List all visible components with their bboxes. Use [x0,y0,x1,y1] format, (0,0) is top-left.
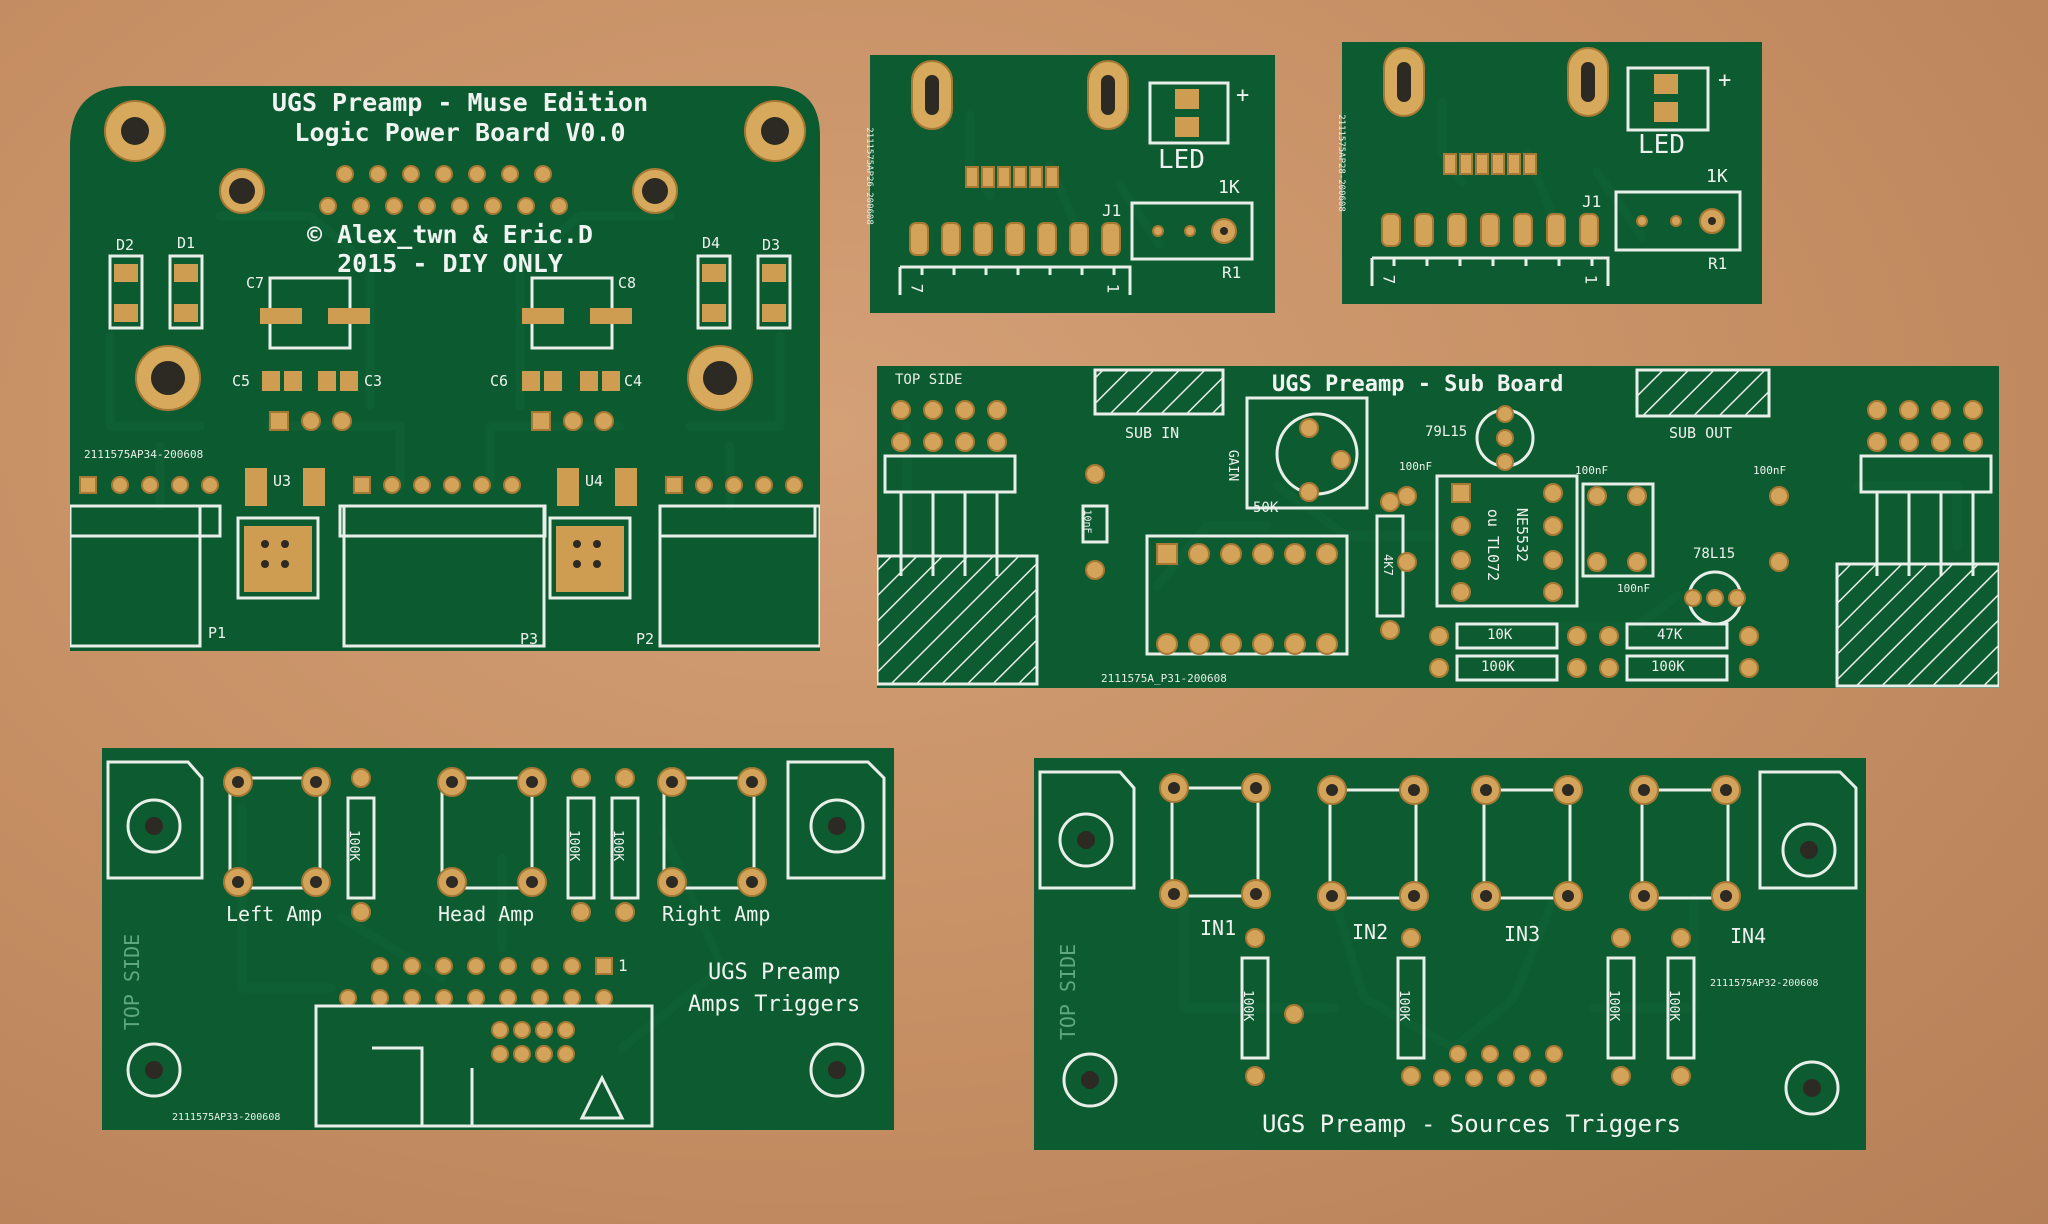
sub-board-cap-3: 100nF [1753,464,1787,477]
sub-board-cap-1: 100nF [1399,460,1433,473]
sources-in2: IN2 [1352,920,1389,944]
amps-top-side: TOP SIDE [120,933,145,1031]
led-a-j1: J1 [1102,201,1122,220]
amps-left-amp: Left Amp [226,902,323,926]
led-a-pin1: 1 [1103,283,1123,294]
logic-power-year: 2015 - DIY ONLY [337,249,563,278]
sources-r-a: 100K [1240,989,1256,1022]
label-c5: C5 [232,372,251,390]
sub-board-r-10k: 10K [1487,627,1513,643]
amps-title-2: Amps Triggers [688,992,861,1017]
led-board-b: + LED 1K J1 R1 7 1 2111575AP28-200608 [1336,42,1762,304]
led-b-pin1: 1 [1581,274,1601,285]
led-a-r1: R1 [1222,263,1242,282]
amps-title-1: UGS Preamp [708,960,841,985]
sources-triggers-board: IN1 IN2 IN3 IN4 100K 100K 100K 100K 2111… [1034,758,1866,1150]
led-a-part-number: 2111575AP26-200608 [863,127,874,225]
label-p1: P1 [208,624,227,642]
sub-board-part-number: 2111575A_P31-200608 [1101,672,1227,685]
logic-power-copyright: © Alex_twn & Eric.D [307,220,593,249]
led-b-plus: + [1718,68,1732,93]
amps-triggers-board: Left Amp Head Amp Right Amp 100K 100K 10… [102,748,894,1130]
label-p2: P2 [636,630,655,648]
sub-board-reg-pos: 78L15 [1693,546,1736,562]
label-c3: C3 [364,372,383,390]
led-a-pin7: 7 [907,283,927,294]
logic-power-title-2: Logic Power Board V0.0 [294,118,626,147]
sub-board-cap-2: 100nF [1575,464,1609,477]
amps-r-c: 100K [610,829,626,862]
sources-part-number: 2111575AP32-200608 [1710,978,1819,989]
sub-board-cap-small: 10nF [1081,509,1093,534]
led-b-part-number: 2111575AP28-200608 [1335,114,1346,212]
label-c4: C4 [624,372,643,390]
sub-board-reg-neg: 79L15 [1425,424,1468,440]
sub-board-pot-value: 50K [1253,500,1279,516]
amps-pin1: 1 [618,956,628,975]
sub-board-opamp-alt: ou TL072 [1484,508,1503,582]
logic-power-title-1: UGS Preamp - Muse Edition [271,88,649,117]
led-a-led-label: LED [1158,145,1205,175]
label-d3: D3 [762,236,781,254]
sources-r-d: 100K [1666,989,1682,1022]
sub-board-top-side: TOP SIDE [895,372,963,388]
sources-top-side: TOP SIDE [1056,943,1081,1041]
label-c6: C6 [490,372,509,390]
led-b-pin7: 7 [1379,274,1399,285]
sub-board-r-100k-a: 100K [1481,659,1515,675]
amps-head-amp: Head Amp [438,902,535,926]
label-u3: U3 [273,472,292,490]
amps-r-a: 100K [346,829,362,862]
label-d1: D1 [177,234,196,252]
sub-board: UGS Preamp - Sub Board TOP SIDE SUB IN S… [877,366,1999,688]
led-b-r1: R1 [1708,254,1728,273]
led-a-r1-value: 1K [1218,177,1240,198]
label-u4: U4 [585,472,604,490]
led-b-led-label: LED [1638,130,1685,160]
sub-board-art [877,366,1999,688]
sub-board-r-47k: 47K [1657,627,1683,643]
label-p3: P3 [520,630,539,648]
label-c8: C8 [618,274,637,292]
sub-board-title: UGS Preamp - Sub Board [1272,372,1564,397]
led-b-j1: J1 [1582,192,1602,211]
sub-board-r-4k7: 4K7 [1380,554,1395,576]
led-board-b-art [1342,42,1762,304]
sub-board-sub-out: SUB OUT [1669,424,1733,442]
sub-board-opamp: NE5532 [1513,507,1532,563]
amps-right-amp: Right Amp [662,902,771,926]
logic-power-board-art [70,86,820,651]
sub-board-sub-in: SUB IN [1125,424,1180,442]
sources-in4: IN4 [1730,924,1767,948]
sources-in1: IN1 [1200,916,1237,940]
amps-triggers-board-art [102,748,894,1130]
logic-power-part-number: 2111575AP34-200608 [84,448,204,461]
label-d4: D4 [702,234,721,252]
sources-r-b: 100K [1396,989,1412,1022]
sub-board-r-100k-b: 100K [1651,659,1685,675]
sources-triggers-board-art [1034,758,1866,1150]
amps-r-b: 100K [566,829,582,862]
sources-r-c: 100K [1606,989,1622,1022]
sources-title: UGS Preamp - Sources Triggers [1262,1110,1682,1138]
led-a-plus: + [1236,83,1250,108]
label-c7: C7 [246,274,265,292]
sub-board-cap-4: 100nF [1617,582,1651,595]
amps-part-number: 2111575AP33-200608 [172,1112,281,1123]
sources-in3: IN3 [1504,922,1541,946]
logic-power-board: UGS Preamp - Muse Edition Logic Power Bo… [70,86,820,651]
led-b-r1-value: 1K [1706,166,1728,187]
label-d2: D2 [116,236,135,254]
led-board-a-art [870,55,1275,313]
sub-board-gain: GAIN [1225,449,1241,482]
led-board-a: + LED 1K J1 R1 7 1 2111575AP26-200608 [864,55,1275,313]
